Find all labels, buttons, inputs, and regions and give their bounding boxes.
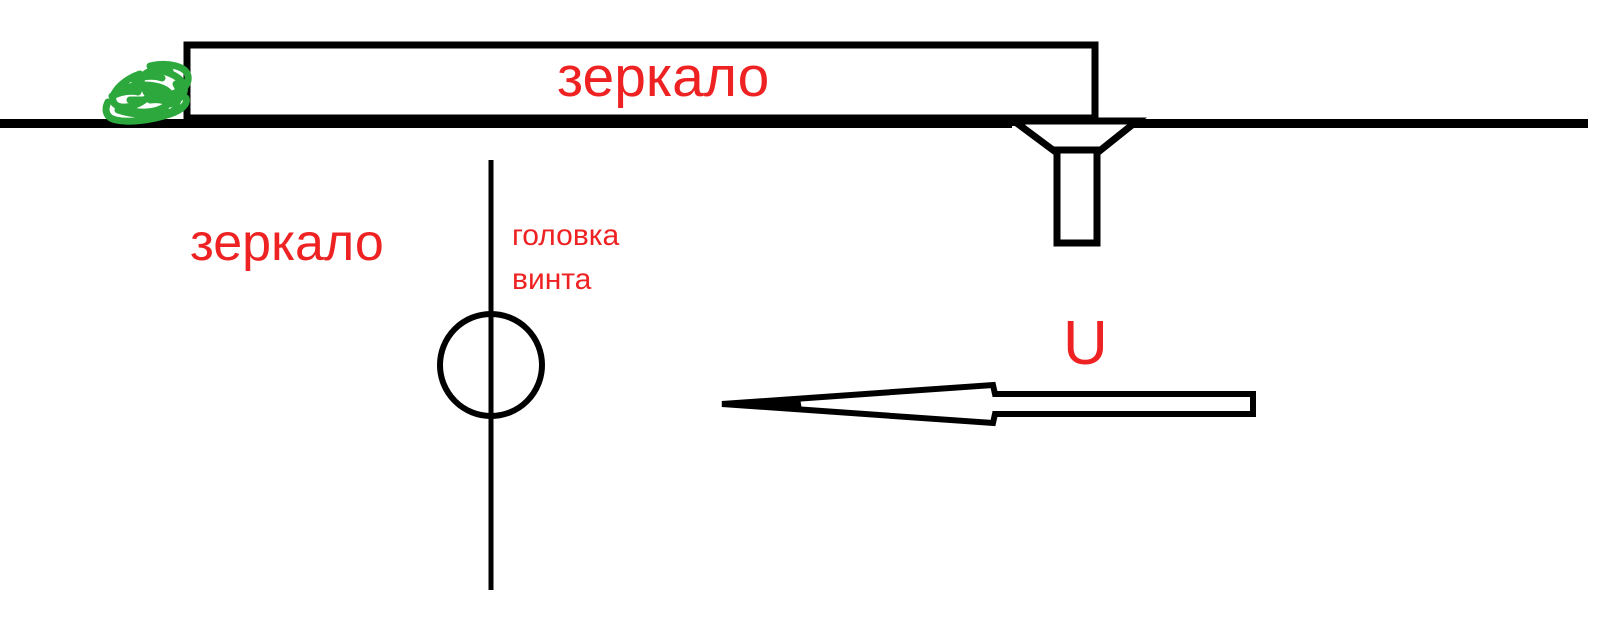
countersunk-screw-shaft (1053, 146, 1101, 247)
label-mirror-side: зеркало (190, 214, 384, 272)
label-screw-head-line-2: винта (512, 263, 592, 296)
screw-head-left-lip (1005, 119, 1026, 126)
screwdriver-tip-nib (722, 398, 802, 410)
screwdriver-blade-outline (721, 381, 1256, 427)
screw-head-right-lip (1126, 119, 1148, 126)
green-scribble-icon (102, 60, 192, 125)
mirror-plate-rectangle (183, 41, 1099, 122)
label-screw-head-line-1: головка (512, 219, 620, 252)
label-mirror-top: зеркало (557, 45, 770, 109)
horizontal-surface-line-right (1133, 119, 1588, 128)
label-voltage-u: U (1063, 309, 1108, 378)
